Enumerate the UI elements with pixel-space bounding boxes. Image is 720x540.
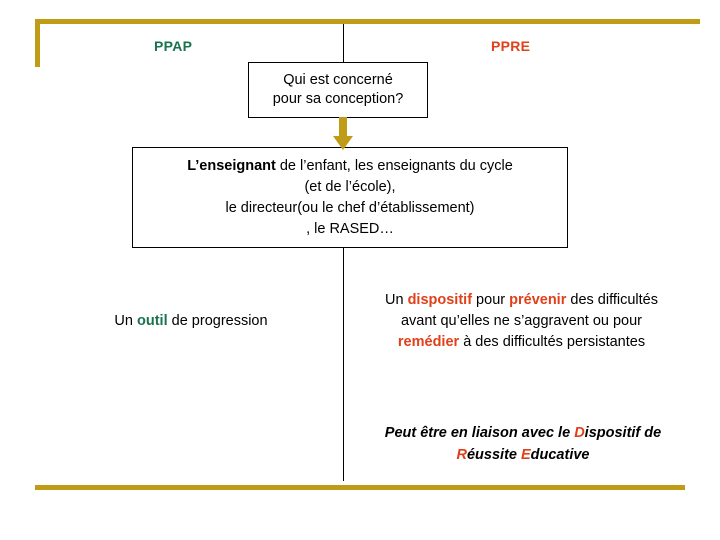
question-box-line-1: Qui est concerné: [283, 72, 393, 88]
actors-box-line-4: , le RASED…: [306, 220, 394, 237]
actors-box: L’enseignant de l’enfant, les enseignant…: [132, 147, 568, 248]
device-text-part-1: Un: [385, 292, 408, 308]
tool-text-prefix: Un: [114, 313, 137, 329]
liaison-initial-d: D: [574, 425, 585, 441]
liaison-line-2-a: éussite: [466, 447, 521, 463]
device-text-part-3: des difficultés avant qu’elles ne s’aggr…: [400, 292, 658, 329]
bottom-gold-rule: [35, 485, 685, 490]
liaison-text-line-1: Peut être en liaison avec le Dispositif …: [359, 422, 687, 444]
actors-strong: L’enseignant: [187, 157, 276, 174]
tool-text: Un outil de progression: [60, 311, 322, 332]
device-text-emphasis-3: remédier: [397, 334, 460, 350]
actors-box-line-2: (et de l’école),: [304, 178, 396, 195]
liaison-line-1-b: ispositif de: [584, 425, 662, 441]
actors-line-1-rest: de l’enfant, les enseignants du cycle: [275, 157, 513, 174]
liaison-text: Peut être en liaison avec le Dispositif …: [359, 422, 687, 466]
liaison-initial-r: R: [456, 447, 467, 463]
question-box-line-2: pour sa conception?: [272, 91, 404, 107]
column-header-ppre: PPRE: [491, 38, 531, 54]
liaison-initial-e: E: [520, 447, 531, 463]
question-box: Qui est concerné pour sa conception?: [248, 62, 428, 118]
actors-box-line-1: L’enseignant de l’enfant, les enseignant…: [133, 156, 567, 177]
liaison-text-line-2: Réussite Educative: [359, 444, 687, 466]
device-text-part-2: pour: [472, 292, 510, 308]
device-text-emphasis-1: dispositif: [407, 292, 473, 308]
device-text-part-4: à des difficultés persistantes: [459, 334, 646, 350]
tool-text-suffix: de progression: [167, 313, 268, 329]
tool-text-emphasis: outil: [137, 313, 168, 329]
liaison-line-1-a: Peut être en liaison avec le: [384, 425, 575, 441]
column-header-ppap: PPAP: [154, 38, 193, 54]
device-text-emphasis-2: prévenir: [509, 292, 567, 308]
liaison-line-2-b: ducative: [530, 447, 590, 463]
actors-box-line-3: le directeur(ou le chef d’établissement): [225, 199, 475, 216]
column-divider: [343, 24, 344, 481]
left-gold-rule: [35, 19, 40, 67]
device-text: Un dispositif pour prévenir des difficul…: [374, 290, 669, 353]
down-arrow-icon: [331, 117, 355, 151]
top-gold-rule: [35, 19, 700, 24]
